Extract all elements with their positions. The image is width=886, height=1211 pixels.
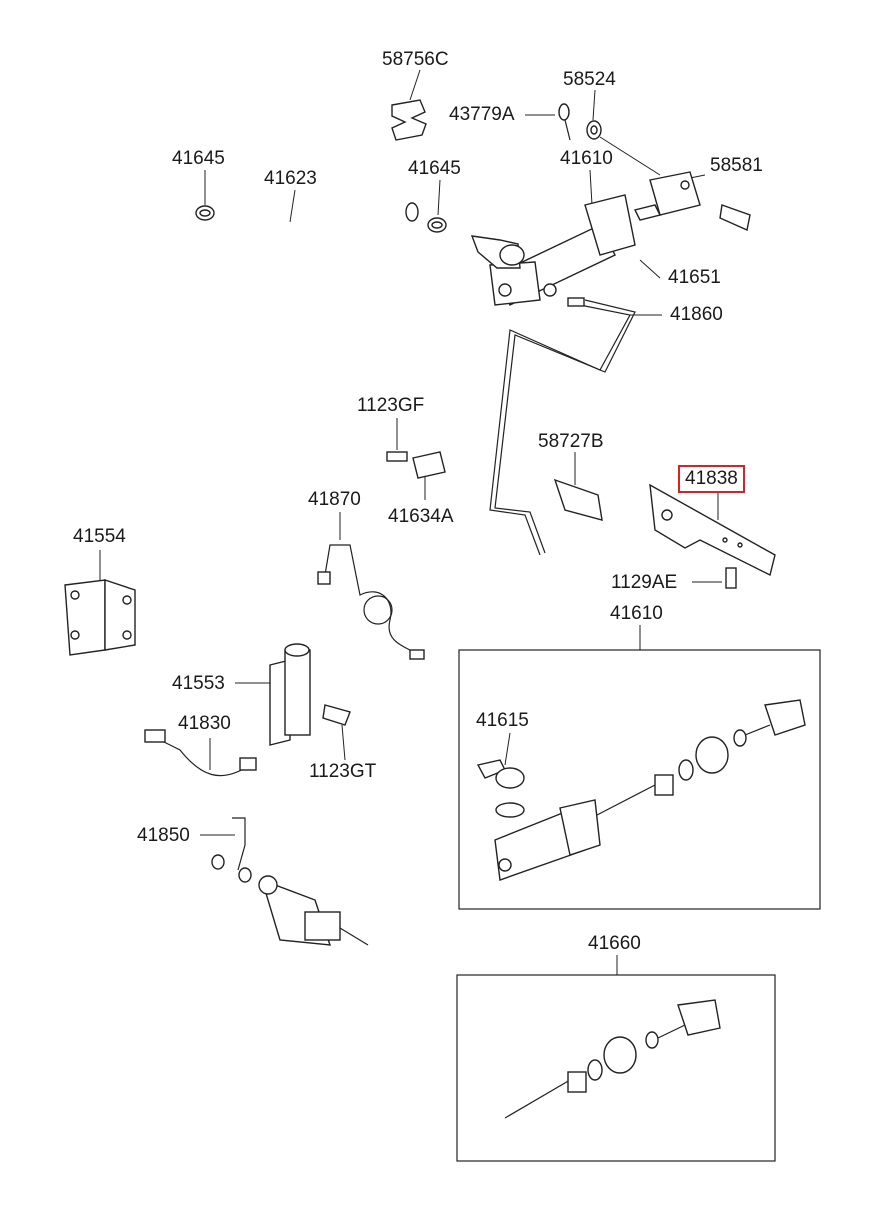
exploded-41660-parts[interactable] bbox=[504, 999, 721, 1119]
bolt-1129ae[interactable] bbox=[725, 567, 737, 589]
label-41660[interactable]: 41660 bbox=[588, 933, 641, 954]
clip-58756c[interactable] bbox=[391, 99, 427, 141]
bolt-1123gf[interactable] bbox=[386, 451, 408, 462]
label-41645-left[interactable]: 41645 bbox=[172, 148, 225, 169]
label-41623[interactable]: 41623 bbox=[264, 168, 317, 189]
group-box-41660 bbox=[456, 974, 776, 1162]
hose-41623[interactable] bbox=[144, 202, 419, 276]
label-41610-top[interactable]: 41610 bbox=[560, 148, 613, 169]
clip-41634a[interactable] bbox=[412, 451, 446, 479]
pin-58581[interactable] bbox=[719, 204, 751, 231]
slave-cylinder-41850[interactable] bbox=[211, 817, 369, 946]
leader-lines bbox=[99, 69, 722, 975]
exploded-41610-parts[interactable] bbox=[476, 699, 806, 881]
label-41860[interactable]: 41860 bbox=[670, 304, 723, 325]
clip-58727b[interactable] bbox=[553, 478, 603, 521]
label-58581[interactable]: 58581 bbox=[710, 155, 763, 176]
label-58524[interactable]: 58524 bbox=[563, 69, 616, 90]
group-box-41610 bbox=[458, 649, 821, 910]
label-43779a[interactable]: 43779A bbox=[449, 104, 515, 125]
label-41645-right[interactable]: 41645 bbox=[408, 158, 461, 179]
label-58727b[interactable]: 58727B bbox=[538, 431, 604, 452]
label-1123gt[interactable]: 1123GT bbox=[309, 761, 377, 782]
label-41634a[interactable]: 41634A bbox=[388, 506, 454, 527]
label-1123gf[interactable]: 1123GF bbox=[357, 395, 425, 416]
label-41830[interactable]: 41830 bbox=[178, 713, 231, 734]
label-41850[interactable]: 41850 bbox=[137, 825, 190, 846]
master-cylinder-41610-top[interactable] bbox=[470, 171, 701, 306]
label-41838-highlighted[interactable]: 41838 bbox=[678, 465, 745, 493]
hose-clamp-41645-right[interactable] bbox=[427, 217, 447, 233]
label-58756c[interactable]: 58756C bbox=[382, 49, 449, 70]
label-41610-box[interactable]: 41610 bbox=[610, 603, 663, 624]
pin-43779a[interactable] bbox=[558, 103, 571, 141]
pipe-41860[interactable] bbox=[489, 297, 636, 556]
label-41651[interactable]: 41651 bbox=[668, 267, 721, 288]
label-41553[interactable]: 41553 bbox=[172, 673, 225, 694]
hose-clamp-41645-left[interactable] bbox=[195, 205, 215, 221]
hose-41830[interactable] bbox=[144, 729, 257, 777]
label-41615[interactable]: 41615 bbox=[476, 710, 529, 731]
label-1129ae[interactable]: 1129AE bbox=[611, 572, 678, 593]
label-41554[interactable]: 41554 bbox=[73, 526, 126, 547]
bracket-41838[interactable] bbox=[649, 483, 776, 577]
cylinder-41553[interactable] bbox=[269, 643, 311, 746]
washer-58524[interactable] bbox=[586, 120, 602, 140]
label-41870[interactable]: 41870 bbox=[308, 489, 361, 510]
bolt-1123gt[interactable] bbox=[322, 704, 351, 726]
bracket-41554[interactable] bbox=[64, 579, 136, 656]
pipe-41870[interactable] bbox=[317, 544, 425, 660]
